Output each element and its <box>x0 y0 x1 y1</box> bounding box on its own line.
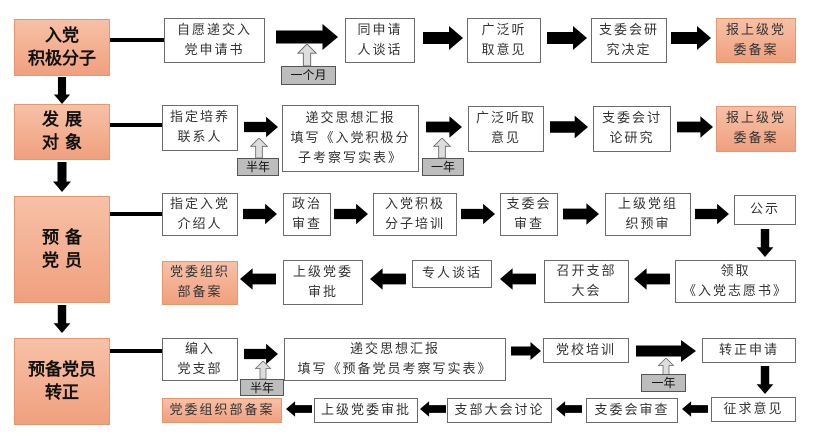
arrow-right-icon <box>671 26 711 50</box>
connector-line <box>110 349 162 353</box>
arrow-up-icon <box>254 361 272 379</box>
arrow-down-icon <box>50 305 74 333</box>
arrow-right-icon <box>547 26 587 50</box>
step-assign-contact: 指定培养 联系人 <box>162 105 238 151</box>
arrow-right-icon <box>511 340 541 362</box>
step-thought-report: 递交思想汇报 填写《入党积极分 子考察写实表》 <box>282 105 419 172</box>
arrow-down-icon <box>753 229 777 257</box>
step-assign-sponsor: 指定入党 介绍人 <box>162 193 238 236</box>
arrow-right-icon <box>423 26 463 50</box>
connector-line <box>110 212 162 216</box>
arrow-up-icon <box>297 44 317 66</box>
step-committee-review: 支委会审查 <box>586 398 678 423</box>
step-apply-full-membership: 转正申请 <box>702 338 796 363</box>
step-receive-application-form: 领取 《入党志愿书》 <box>675 260 796 303</box>
stage-probationary-member: 预 备 党 员 <box>14 196 110 303</box>
step-activist-training: 入党积极 分子培训 <box>373 193 457 236</box>
arrow-left-icon <box>556 399 582 419</box>
step-committee-decision: 支委会研 究决定 <box>591 18 667 63</box>
step-superior-approval: 上级党委审批 <box>314 398 418 423</box>
arrow-down-icon <box>50 162 74 192</box>
arrow-right-icon <box>636 340 696 362</box>
arrow-up-icon <box>432 138 452 158</box>
step-solicit-opinions: 广泛听 取意见 <box>467 18 541 63</box>
interval-tag: 一年 <box>422 158 464 176</box>
step-report-superior: 报上级党 委备案 <box>716 18 796 63</box>
arrow-right-icon <box>550 115 588 139</box>
arrow-right-icon <box>243 203 277 225</box>
step-branch-meeting: 召开支部 大会 <box>544 260 629 303</box>
step-superior-preliminary-review: 上级党组 织预审 <box>605 193 691 236</box>
arrow-left-icon <box>420 399 446 419</box>
step-committee-review: 支委会 审查 <box>500 193 558 236</box>
step-report-superior: 报上级党 委备案 <box>716 106 796 152</box>
step-branch-discussion: 支部大会讨论 <box>447 398 552 423</box>
arrow-left-icon <box>682 399 708 419</box>
step-public-notice: 公示 <box>734 195 796 225</box>
step-probation-thought-report: 递交思想汇报 填写《预备党员考察写实表》 <box>284 338 506 381</box>
arrow-right-icon <box>461 203 495 225</box>
arrow-right-icon <box>563 203 599 225</box>
step-submit-application: 自愿递交入 党申请书 <box>164 18 265 63</box>
arrow-down-icon <box>753 366 777 394</box>
arrow-left-icon <box>370 268 406 290</box>
interval-tag: 一年 <box>641 374 686 392</box>
arrow-down-icon <box>50 77 74 104</box>
arrow-left-icon <box>286 399 312 419</box>
step-org-department-record: 党委组织 部备案 <box>162 261 238 305</box>
step-join-branch: 编入 党支部 <box>162 338 238 381</box>
interval-tag: 半年 <box>237 158 279 176</box>
stage-full-membership: 预备党员 转正 <box>14 338 110 425</box>
arrow-right-icon <box>334 203 368 225</box>
interval-tag: 一个月 <box>281 66 336 85</box>
step-interview-applicant: 同申请 人谈话 <box>345 18 415 63</box>
arrow-right-icon <box>426 115 462 139</box>
arrow-left-icon <box>240 268 276 290</box>
stage-activist: 入党 积极分子 <box>14 19 110 76</box>
arrow-left-icon <box>634 268 670 290</box>
step-party-school-training: 党校培训 <box>543 338 629 363</box>
interval-tag: 半年 <box>240 379 284 396</box>
step-political-review: 政治 审查 <box>283 193 331 236</box>
arrow-right-icon <box>276 24 338 50</box>
step-committee-discussion: 支委会讨 论研究 <box>593 106 671 152</box>
arrow-right-icon <box>244 115 278 139</box>
step-special-interview: 专人谈话 <box>412 260 492 288</box>
arrow-right-icon <box>695 203 729 225</box>
connector-line <box>110 38 164 42</box>
step-solicit-opinions: 广泛听取 意见 <box>468 106 544 152</box>
step-superior-approval: 上级党委 审批 <box>283 260 363 305</box>
stage-development-target: 发 展 对 象 <box>14 104 110 160</box>
arrow-up-icon <box>249 138 269 158</box>
connector-line <box>110 123 162 127</box>
arrow-right-icon <box>677 115 713 139</box>
step-org-department-record: 党委组织部备案 <box>162 398 282 423</box>
arrow-left-icon <box>500 268 536 290</box>
step-solicit-opinions: 征求意见 <box>711 397 796 422</box>
